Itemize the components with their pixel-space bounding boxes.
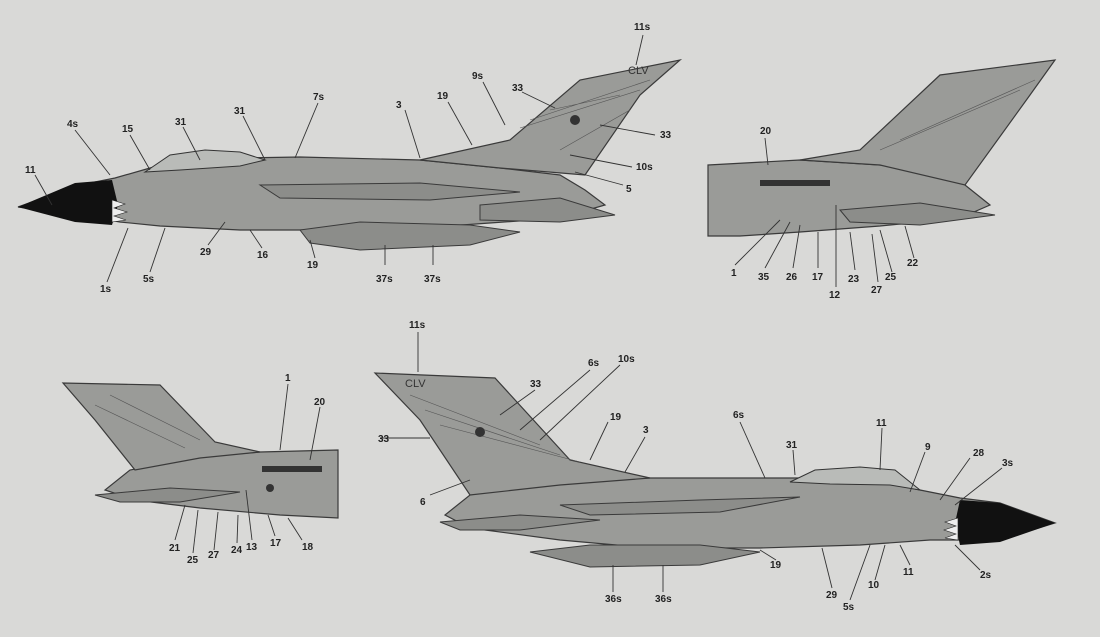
port-rear-profile: 20 1 35 26 17 12 23 27 25 22 xyxy=(707,59,1057,301)
port-rear-tailplane xyxy=(839,202,996,226)
port-callout-19b: 19 xyxy=(307,260,319,271)
stbd-rear-tailplane xyxy=(94,487,241,503)
stbd-rear-stripe xyxy=(262,466,322,472)
port-callout-11: 11 xyxy=(25,165,36,176)
port-rear-callout-26: 26 xyxy=(786,272,798,283)
stbd-canopy xyxy=(789,466,922,491)
port-rear-callout-17: 17 xyxy=(812,272,824,283)
port-rear-callout-12: 12 xyxy=(829,290,841,301)
stbd-tail-code: CLV xyxy=(405,378,426,390)
stbd-fin-roundel xyxy=(475,427,485,437)
stbd-callout-36s-b: 36s xyxy=(655,594,672,605)
port-tail-fin xyxy=(419,58,683,176)
stbd-rear-roundel xyxy=(266,484,274,492)
stbd-rear-fin xyxy=(61,382,261,471)
stbd-callout-6: 6 xyxy=(420,497,426,508)
port-drop-tank xyxy=(299,221,521,251)
port-callout-15: 15 xyxy=(122,124,134,135)
starboard-rear-profile: 1 20 21 25 27 24 13 17 18 xyxy=(61,373,339,566)
port-rear-callout-27: 27 xyxy=(871,285,883,296)
port-tail-code: CLV xyxy=(628,65,649,77)
port-rear-fin xyxy=(799,59,1057,186)
port-callout-7s: 7s xyxy=(313,92,325,103)
port-callout-37s-a: 37s xyxy=(376,274,393,285)
stbd-callout-28: 28 xyxy=(973,448,985,459)
stbd-rear-callout-25: 25 xyxy=(187,555,199,566)
port-callout-5s: 5s xyxy=(143,274,155,285)
stbd-callout-5s: 5s xyxy=(843,602,855,613)
stbd-callout-29: 29 xyxy=(826,590,838,601)
stbd-tailplane xyxy=(439,514,601,531)
stbd-rear-callout-18: 18 xyxy=(302,542,314,553)
port-rear-callout-23: 23 xyxy=(848,274,860,285)
stbd-callout-36s-a: 36s xyxy=(605,594,622,605)
stbd-callout-3s: 3s xyxy=(1002,458,1014,469)
stbd-callout-6s-b: 6s xyxy=(733,410,745,421)
stbd-callout-3: 3 xyxy=(643,425,649,436)
stbd-callout-33b: 33 xyxy=(378,434,390,445)
port-rear-callout-22: 22 xyxy=(907,258,919,269)
stbd-drop-tank xyxy=(529,544,761,568)
port-tailplane xyxy=(479,197,616,223)
port-callout-3: 3 xyxy=(396,100,402,111)
stbd-callout-11: 11 xyxy=(876,418,887,429)
stbd-callout-6s: 6s xyxy=(588,358,600,369)
port-callout-4s: 4s xyxy=(67,119,79,130)
stbd-rear-callout-20: 20 xyxy=(314,397,326,408)
stbd-callout-9: 9 xyxy=(925,442,931,453)
port-rear-callout-35: 35 xyxy=(758,272,770,283)
port-nose-radome xyxy=(18,180,118,225)
port-callout-16: 16 xyxy=(257,250,269,261)
stbd-callout-31: 31 xyxy=(786,440,798,451)
port-callout-37s-b: 37s xyxy=(424,274,441,285)
port-callout-33b: 33 xyxy=(660,130,672,141)
stbd-rear-callout-27: 27 xyxy=(208,550,220,561)
port-sharkmouth xyxy=(111,199,129,223)
stbd-rear-callout-1: 1 xyxy=(285,373,291,384)
port-callout-1s: 1s xyxy=(100,284,112,295)
stbd-sharkmouth xyxy=(943,517,959,541)
port-side-profile: CLV 11s 9s xyxy=(17,22,683,295)
stbd-rear-callout-13: 13 xyxy=(246,542,258,553)
port-callout-31a: 31 xyxy=(234,106,246,117)
port-fin-roundel xyxy=(570,115,580,125)
stbd-callout-10s: 10s xyxy=(618,354,635,365)
port-wing xyxy=(258,182,521,201)
stbd-wing xyxy=(559,496,801,516)
port-callout-33a: 33 xyxy=(512,83,524,94)
port-rear-callout-20: 20 xyxy=(760,126,772,137)
stbd-rear-callout-24: 24 xyxy=(231,545,243,556)
starboard-side-profile: CLV 11s 6s 10s xyxy=(373,320,1057,613)
port-rear-callout-25: 25 xyxy=(885,272,897,283)
stbd-nose-radome xyxy=(955,500,1055,545)
port-callout-10s: 10s xyxy=(636,162,653,173)
port-rear-callout-1: 1 xyxy=(731,268,737,279)
stbd-rear-callout-17: 17 xyxy=(270,538,282,549)
stbd-callout-19b: 19 xyxy=(770,560,782,571)
port-callout-29: 29 xyxy=(200,247,212,258)
port-callout-31b: 31 xyxy=(175,117,187,128)
stbd-callout-2s: 2s xyxy=(980,570,992,581)
port-callout-19: 19 xyxy=(437,91,449,102)
stbd-callout-33a: 33 xyxy=(530,379,542,390)
stbd-callout-10: 10 xyxy=(868,580,880,591)
port-callout-9s: 9s xyxy=(472,71,484,82)
stbd-callout-11s: 11s xyxy=(409,320,426,331)
port-callout-11s: 11s xyxy=(634,22,651,33)
port-canopy xyxy=(143,149,267,173)
stbd-callout-19: 19 xyxy=(610,412,622,423)
stbd-tail-fin xyxy=(373,372,651,496)
port-callout-5: 5 xyxy=(626,184,632,195)
stbd-callout-11b: 11 xyxy=(903,567,914,578)
stbd-rear-callout-21: 21 xyxy=(169,543,181,554)
port-rear-stripe xyxy=(760,180,830,186)
